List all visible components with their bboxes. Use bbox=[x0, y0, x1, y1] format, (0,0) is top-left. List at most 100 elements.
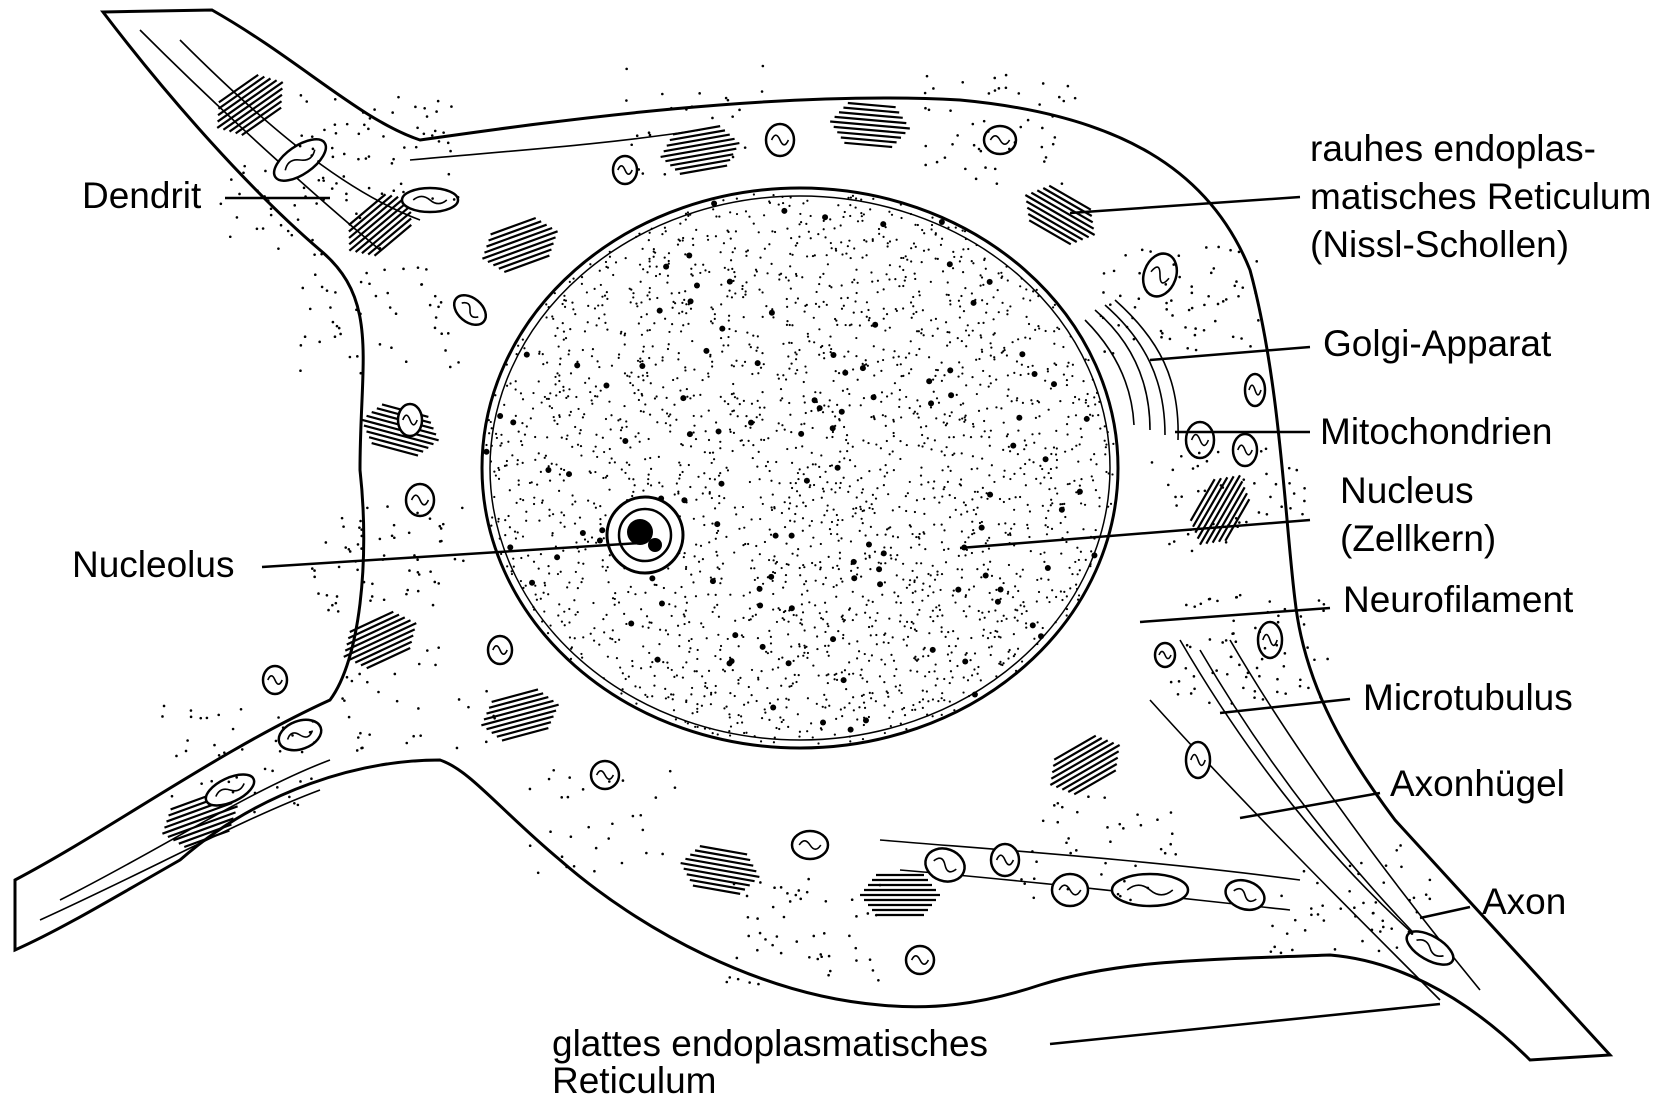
chromatin-dot bbox=[575, 571, 577, 573]
chromatin-dot bbox=[635, 236, 637, 238]
chromatin-dot bbox=[1051, 381, 1057, 387]
cytoplasm-dot bbox=[1307, 687, 1310, 690]
chromatin-dot bbox=[1048, 488, 1050, 490]
cytoplasm-dot bbox=[975, 178, 978, 181]
chromatin-dot bbox=[661, 485, 663, 487]
chromatin-dot bbox=[1084, 504, 1086, 506]
cytoplasm-dot bbox=[773, 886, 776, 889]
chromatin-dot bbox=[571, 302, 573, 304]
chromatin-dot bbox=[619, 666, 621, 668]
chromatin-dot bbox=[853, 312, 855, 314]
chromatin-dot bbox=[748, 440, 750, 442]
chromatin-dot bbox=[1055, 596, 1057, 598]
chromatin-dot bbox=[968, 589, 970, 591]
chromatin-dot bbox=[542, 353, 544, 355]
chromatin-dot bbox=[834, 678, 836, 680]
cytoplasm-dot bbox=[392, 189, 395, 192]
chromatin-dot bbox=[902, 578, 904, 580]
cytoplasm-dot bbox=[335, 602, 338, 605]
chromatin-dot bbox=[865, 501, 867, 503]
cytoplasm-dot bbox=[593, 870, 596, 873]
chromatin-dot bbox=[862, 738, 864, 740]
chromatin-dot bbox=[996, 631, 998, 633]
chromatin-dot bbox=[967, 324, 969, 326]
cytoplasm-dot bbox=[1134, 306, 1137, 309]
cytoplasm-dot bbox=[1186, 347, 1189, 350]
chromatin-dot bbox=[557, 614, 559, 616]
chromatin-dot bbox=[495, 474, 497, 476]
chromatin-dot bbox=[515, 415, 517, 417]
chromatin-dot bbox=[962, 402, 964, 404]
chromatin-dot bbox=[787, 355, 789, 357]
cytoplasm-dot bbox=[1122, 827, 1125, 830]
chromatin-dot bbox=[1026, 524, 1028, 526]
chromatin-dot bbox=[590, 633, 592, 635]
cytoplasm-dot bbox=[1190, 285, 1193, 288]
chromatin-dot bbox=[682, 237, 684, 239]
chromatin-dot bbox=[1066, 614, 1068, 616]
chromatin-dot bbox=[785, 698, 787, 700]
chromatin-dot bbox=[1056, 467, 1058, 469]
chromatin-dot bbox=[567, 395, 569, 397]
cytoplasm-dot bbox=[529, 844, 532, 847]
chromatin-dot bbox=[538, 351, 540, 353]
chromatin-dot bbox=[561, 437, 563, 439]
chromatin-dot bbox=[893, 420, 895, 422]
cytoplasm-dot bbox=[437, 582, 440, 585]
chromatin-dot bbox=[677, 625, 679, 627]
chromatin-dot bbox=[822, 583, 824, 585]
chromatin-dot bbox=[647, 478, 649, 480]
chromatin-dot bbox=[1043, 476, 1045, 478]
cytoplasm-dot bbox=[161, 715, 164, 718]
cytoplasm-dot bbox=[317, 592, 320, 595]
chromatin-dot bbox=[801, 623, 803, 625]
chromatin-dot bbox=[748, 343, 750, 345]
chromatin-dot bbox=[685, 213, 687, 215]
cytoplasm-dot bbox=[1232, 619, 1235, 622]
chromatin-dot bbox=[887, 692, 889, 694]
cytoplasm-dot bbox=[453, 198, 456, 201]
chromatin-dot bbox=[634, 593, 636, 595]
cytoplasm-dot bbox=[956, 134, 959, 137]
chromatin-dot bbox=[1039, 482, 1041, 484]
chromatin-dot bbox=[866, 604, 868, 606]
chromatin-dot bbox=[951, 651, 953, 653]
cytoplasm-dot bbox=[304, 335, 307, 338]
chromatin-dot bbox=[656, 297, 658, 299]
cytoplasm-dot bbox=[1339, 907, 1342, 910]
chromatin-dot bbox=[662, 661, 664, 663]
chromatin-dot bbox=[806, 200, 808, 202]
chromatin-dot bbox=[739, 677, 741, 679]
chromatin-dot bbox=[612, 274, 614, 276]
chromatin-dot bbox=[916, 671, 918, 673]
cytoplasm-dot bbox=[587, 826, 590, 829]
cytoplasm-dot bbox=[332, 156, 335, 159]
chromatin-dot bbox=[741, 721, 743, 723]
chromatin-dot bbox=[826, 437, 828, 439]
chromatin-dot bbox=[845, 324, 847, 326]
cytoplasm-dot bbox=[1310, 913, 1313, 916]
chromatin-dot bbox=[760, 439, 762, 441]
chromatin-dot bbox=[574, 362, 580, 368]
chromatin-dot bbox=[563, 389, 565, 391]
cytoplasm-dot bbox=[461, 507, 464, 510]
chromatin-dot bbox=[763, 363, 765, 365]
chromatin-dot bbox=[895, 558, 897, 560]
cytoplasm-dot bbox=[1235, 517, 1238, 520]
chromatin-dot bbox=[1089, 563, 1091, 565]
chromatin-dot bbox=[991, 645, 993, 647]
cytoplasm-dot bbox=[297, 218, 300, 221]
chromatin-dot bbox=[786, 324, 788, 326]
chromatin-dot bbox=[918, 537, 920, 539]
chromatin-dot bbox=[1046, 596, 1048, 598]
chromatin-dot bbox=[544, 457, 546, 459]
chromatin-dot bbox=[976, 467, 978, 469]
chromatin-dot bbox=[962, 366, 964, 368]
chromatin-dot bbox=[679, 474, 681, 476]
cytoplasm-dot bbox=[759, 881, 762, 884]
chromatin-dot bbox=[600, 390, 602, 392]
chromatin-dot bbox=[972, 691, 978, 697]
chromatin-dot bbox=[712, 208, 714, 210]
chromatin-dot bbox=[862, 488, 864, 490]
cytoplasm-dot bbox=[256, 189, 259, 192]
